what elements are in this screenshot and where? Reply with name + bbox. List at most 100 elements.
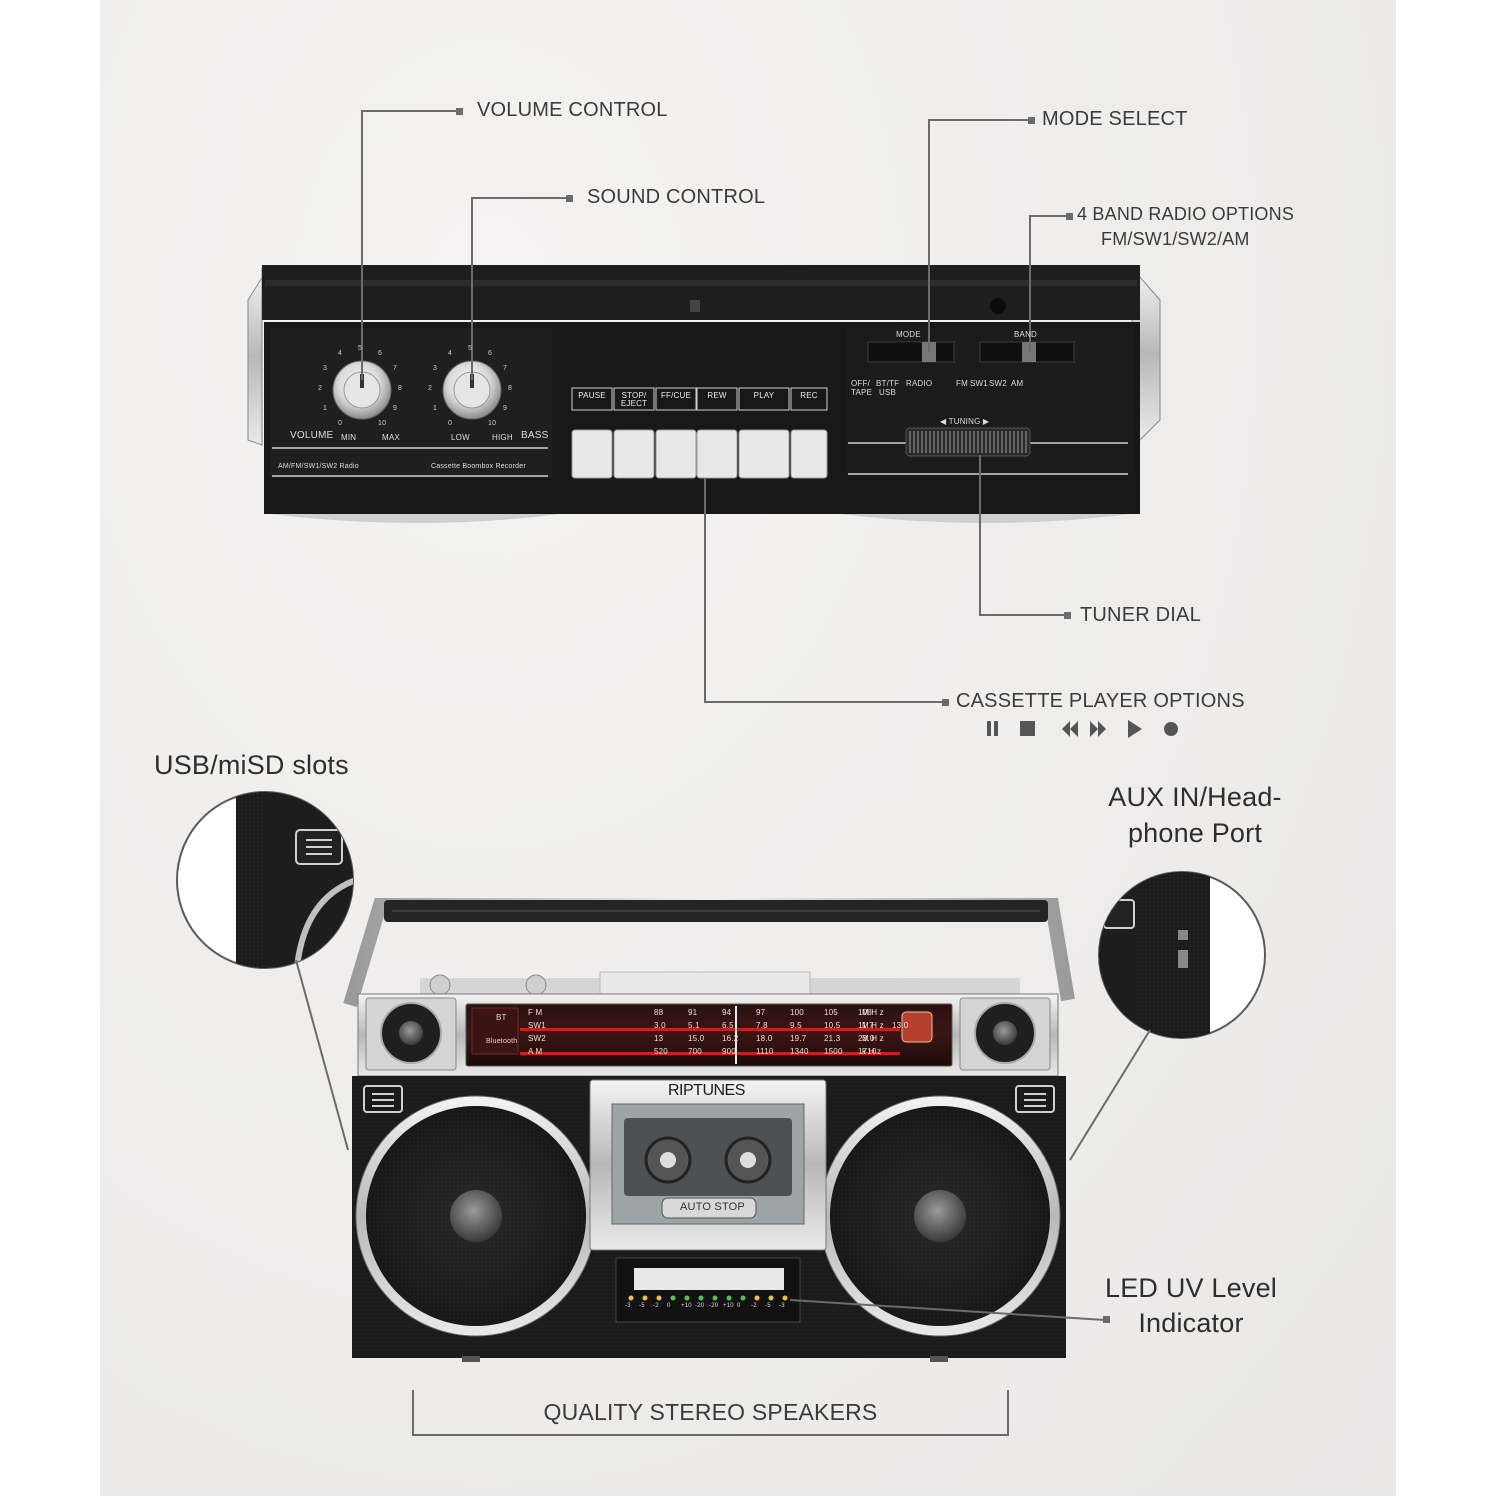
mode-option-radio: RADIO <box>906 379 933 388</box>
band-option-sw2: SW2 <box>989 379 1007 388</box>
knob-number: 7 <box>503 365 508 372</box>
dial-value: 94 <box>722 1008 732 1017</box>
key-label-frame <box>696 387 738 411</box>
auto-stop-label: AUTO STOP <box>680 1201 745 1213</box>
dial-value: 91 <box>688 1008 698 1017</box>
led-dot <box>684 1295 690 1301</box>
tuner-dial-label: TUNER DIAL <box>1080 604 1201 626</box>
volume-knob-label: VOLUME <box>290 430 334 441</box>
dial-value: 97 <box>756 1008 766 1017</box>
dial-value: 15.0 <box>688 1034 705 1043</box>
key-label-frame <box>790 387 828 411</box>
knob-number: 2 <box>428 385 433 392</box>
knob-number: 5 <box>358 345 363 352</box>
transport-key[interactable] <box>613 429 655 479</box>
led-dot <box>670 1295 676 1301</box>
transport-key[interactable] <box>696 429 738 479</box>
dial-value: 16.2 <box>722 1034 739 1043</box>
led-scale-label: -2 <box>751 1303 757 1309</box>
led-scale-label: -5 <box>765 1303 771 1309</box>
mode-option-off: OFF/ <box>851 379 871 388</box>
key-label-frame <box>613 387 655 411</box>
knob-number: 1 <box>433 405 438 412</box>
transport-key[interactable] <box>738 429 790 479</box>
brand-logo: RIPTUNES <box>668 1082 745 1099</box>
led-dot <box>740 1295 746 1301</box>
callout-lines-top <box>361 110 1070 703</box>
high-label: HIGH <box>492 433 513 442</box>
dial-value: 23.0 <box>858 1034 875 1043</box>
aux-port-label-line2: phone Port <box>1127 818 1263 848</box>
bt-label: BT <box>496 1013 507 1022</box>
mode-select-label: MODE SELECT <box>1042 108 1188 130</box>
led-dot <box>698 1295 704 1301</box>
key-label-frame <box>738 387 790 411</box>
pause-icon <box>987 721 998 736</box>
dial-value: A M <box>528 1047 543 1056</box>
knob-number: 1 <box>323 405 328 412</box>
knob-number: 8 <box>508 385 513 392</box>
callout-marker <box>1103 1316 1110 1323</box>
knob-number: 5 <box>468 345 473 352</box>
transport-key-label: PAUSE <box>578 391 606 400</box>
dial-value: 1110 <box>756 1047 774 1056</box>
led-scale-label: -2 <box>653 1303 659 1309</box>
dial-value: 7.8 <box>756 1021 768 1030</box>
transport-key[interactable] <box>790 429 828 479</box>
boombox-front <box>343 898 1075 1362</box>
band-option-sw1: SW1 <box>970 379 988 388</box>
dial-value: 11.7 <box>858 1021 874 1030</box>
band-options-sub-label: FM/SW1/SW2/AM <box>1101 229 1250 249</box>
transport-key[interactable] <box>655 429 697 479</box>
knob-number: 2 <box>318 385 323 392</box>
dial-value: SW2 <box>528 1034 546 1043</box>
dial-value: 100 <box>790 1008 804 1017</box>
usb-zoom-inset <box>176 791 354 1151</box>
dial-value: 6.5 <box>722 1021 734 1030</box>
low-label: LOW <box>451 433 470 442</box>
band-option-fm: FM <box>956 379 968 388</box>
dial-value: 5.1 <box>688 1021 700 1030</box>
dial-value: 10.5 <box>824 1021 841 1030</box>
knob-number: 8 <box>398 385 403 392</box>
record-icon <box>1164 722 1178 736</box>
bluetooth-label: Bluetooth <box>486 1038 518 1045</box>
dial-value: 520 <box>654 1047 668 1056</box>
radio-bands-text: AM/FM/SW1/SW2 Radio <box>278 463 359 470</box>
led-scale-label: 0 <box>667 1303 671 1309</box>
cassette-option-icons <box>987 720 1178 738</box>
transport-key-label: REW <box>707 391 727 400</box>
band-switch-label: BAND <box>1014 330 1038 339</box>
tuning-label: ◀ TUNING ▶ <box>940 417 990 426</box>
led-dot <box>782 1295 788 1301</box>
dial-value: 21.3 <box>824 1034 841 1043</box>
dial-value: 105 <box>824 1008 838 1017</box>
knob-number: 3 <box>323 365 328 372</box>
led-dot <box>628 1295 634 1301</box>
transport-key-label: PLAY <box>753 391 775 400</box>
led-scale-label: -3 <box>625 1303 631 1309</box>
dial-unit: k H z <box>862 1047 882 1056</box>
speakers-bracket <box>412 1390 1009 1436</box>
usb-slots-label: USB/miSD slots <box>154 750 349 780</box>
callout-marker <box>1028 117 1035 124</box>
led-dot <box>642 1295 648 1301</box>
dial-value: 108 <box>858 1008 872 1017</box>
led-indicator-label-line2: Indicator <box>1138 1308 1244 1338</box>
transport-key-label: STOP/ EJECT <box>620 391 648 408</box>
sound-control-label: SOUND CONTROL <box>587 186 766 208</box>
led-callout-line <box>789 1299 1106 1321</box>
led-dot <box>712 1295 718 1301</box>
dial-value: 9.5 <box>790 1021 802 1030</box>
mode-switch-label: MODE <box>896 330 921 339</box>
rewind-icon <box>1062 721 1078 737</box>
dial-value: 13 <box>654 1034 664 1043</box>
knob-number: 0 <box>448 420 453 427</box>
led-dot <box>768 1295 774 1301</box>
led-scale-label: 0 <box>737 1303 741 1309</box>
dial-value: F M <box>528 1008 543 1017</box>
transport-key[interactable] <box>571 429 613 479</box>
led-scale-label: -3 <box>779 1303 785 1309</box>
callout-marker <box>1066 213 1073 220</box>
